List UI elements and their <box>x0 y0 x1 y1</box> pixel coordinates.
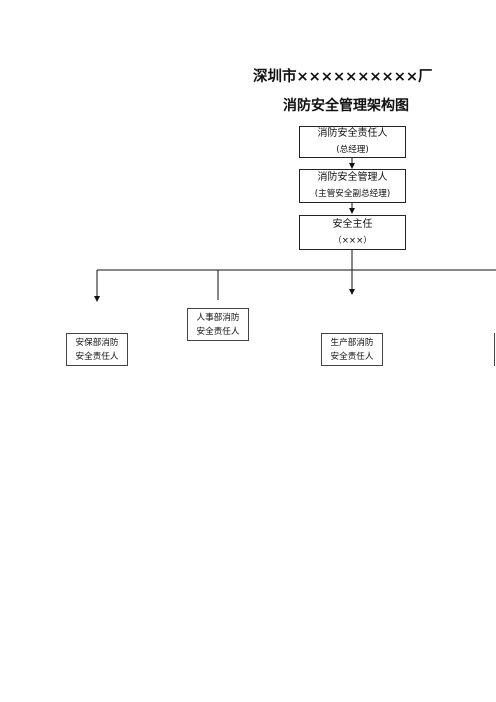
node-role: (主管安全副总经理) <box>314 189 391 199</box>
node-fire-safety-manager: 消防安全管理人 (主管安全副总经理) <box>299 169 406 203</box>
node-security-dept: 安保部消防 安全责任人 <box>66 333 128 366</box>
node-line2: 安全责任人 <box>196 326 240 337</box>
chart-title: 消防安全管理架构图 <box>283 98 409 114</box>
node-name: 消防安全管理人 <box>317 172 388 183</box>
node-safety-director: 安全主任 （×××） <box>299 215 406 250</box>
node-fire-safety-responsible: 消防安全责任人 (总经理) <box>299 126 406 158</box>
node-role: （×××） <box>333 235 372 246</box>
partial-node-edge <box>494 333 496 366</box>
node-line2: 安全责任人 <box>330 351 374 362</box>
node-line2: 安全责任人 <box>75 351 119 362</box>
node-role: (总经理) <box>336 145 369 155</box>
node-line1: 安保部消防 <box>75 337 119 348</box>
node-name: 安全主任 <box>332 218 373 230</box>
node-line1: 人事部消防 <box>196 312 240 323</box>
node-line1: 生产部消防 <box>330 337 374 348</box>
node-name: 消防安全责任人 <box>317 128 388 139</box>
node-hr-dept: 人事部消防 安全责任人 <box>187 308 249 341</box>
org-name-title: 深圳市××××××××××厂 <box>253 69 433 85</box>
node-production-dept: 生产部消防 安全责任人 <box>321 333 383 366</box>
